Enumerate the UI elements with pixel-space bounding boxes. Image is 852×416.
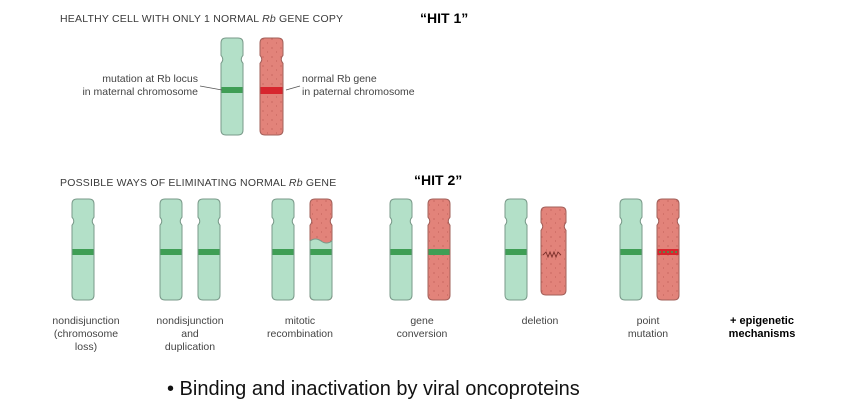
mechanism-label-line: point: [636, 315, 660, 327]
maternal-leader-line: [199, 85, 223, 91]
mechanism-label-gene-conversion: gene conversion: [372, 315, 472, 341]
chromosome-texture: [541, 207, 566, 295]
mutant-rb-band: [505, 249, 527, 255]
mechanism-label-point-mutation: point mutation: [598, 315, 698, 341]
mechanism-label-mitotic-recombination: mitotic recombination: [250, 315, 350, 341]
mutant-rb-band: [620, 249, 642, 255]
chromosome-body: [220, 37, 244, 136]
paternal-leader-line: [285, 85, 301, 91]
mechanism-label-deletion: deletion: [490, 315, 590, 328]
maternal-chromosome-hit1: [220, 37, 244, 136]
chromosome-deletion-maternal: [504, 198, 528, 301]
viral-oncoprotein-bullet: • Binding and inactivation by viral onco…: [167, 378, 580, 400]
hit1-header: HEALTHY CELL WITH ONLY 1 NORMAL Rb GENE …: [60, 13, 343, 25]
chromosome-conversion-paternal: [427, 198, 451, 301]
chromosome-conversion-maternal: [389, 198, 413, 301]
chromosome-duplication-a: [159, 198, 183, 301]
mechanism-label-line: conversion: [396, 328, 448, 340]
mutant-rb-band: [310, 249, 332, 255]
maternal-mutation-label: mutation at Rb locus in maternal chromos…: [40, 73, 198, 99]
mechanism-label-line: loss): [74, 341, 98, 353]
epigenetic-line2: mechanisms: [728, 328, 796, 340]
paternal-chromosome-hit1: [259, 37, 284, 136]
mechanism-label-line: gene: [410, 315, 434, 327]
hit1-header-gene: Rb: [262, 13, 276, 25]
chromosome-recombination-paternal: [309, 198, 333, 301]
mechanism-label-line: duplication: [164, 341, 216, 353]
chromosome-texture: [260, 38, 283, 135]
epigenetic-mechanisms-label: + epigenetic mechanisms: [712, 315, 812, 341]
mechanism-label-line: and: [181, 328, 199, 340]
hit2-header-text-end: GENE: [302, 177, 337, 189]
mechanism-label-line: nondisjunction: [156, 315, 224, 327]
chromosome-point-maternal: [619, 198, 643, 301]
hit2-label: “HIT 2”: [414, 172, 463, 188]
hit1-header-text: HEALTHY CELL WITH ONLY 1 NORMAL: [60, 13, 263, 25]
maternal-mutation-label-line2: in maternal chromosome: [82, 86, 198, 98]
paternal-normal-label-line2: in paternal chromosome: [302, 86, 415, 98]
hit2-header: POSSIBLE WAYS OF ELIMINATING NORMAL Rb G…: [60, 177, 336, 189]
mechanism-label-line: deletion: [521, 315, 559, 327]
mechanism-label-nondisjunction-loss: nondisjunction (chromosome loss): [40, 315, 132, 354]
epigenetic-line1: + epigenetic: [730, 315, 794, 327]
mutant-rb-band: [221, 87, 243, 93]
hit1-label: “HIT 1”: [420, 10, 469, 26]
mutant-rb-band: [198, 249, 220, 255]
mutant-rb-band: [272, 249, 294, 255]
mutant-rb-band: [390, 249, 412, 255]
mechanism-label-line: nondisjunction: [52, 315, 120, 327]
mechanism-label-line: mutation: [627, 328, 669, 340]
chromosome-duplication-b: [197, 198, 221, 301]
hit2-header-text: POSSIBLE WAYS OF ELIMINATING NORMAL: [60, 177, 289, 189]
recombined-segment: [309, 238, 333, 301]
mutant-rb-band: [428, 249, 450, 255]
chromosome-recombination-maternal: [271, 198, 295, 301]
chromosome-deletion-paternal: [540, 206, 567, 296]
mutant-rb-band: [160, 249, 182, 255]
deletion-mark: [542, 250, 562, 259]
mechanism-label-nondisjunction-duplication: nondisjunction and duplication: [140, 315, 240, 354]
mechanism-label-line: recombination: [267, 328, 333, 340]
paternal-normal-label-line1: normal Rb gene: [302, 73, 377, 85]
maternal-mutation-label-line1: mutation at Rb locus: [102, 73, 198, 85]
hit2-header-gene: Rb: [288, 177, 303, 189]
mutant-rb-band: [72, 249, 94, 255]
paternal-normal-label: normal Rb gene in paternal chromosome: [302, 73, 472, 99]
mechanism-label-line: (chromosome: [53, 328, 119, 340]
chromosome-nondisjunction-loss: [71, 198, 95, 301]
hit1-header-text-end: GENE COPY: [275, 13, 344, 25]
normal-rb-band: [260, 87, 283, 94]
mechanism-label-line: mitotic: [284, 315, 316, 327]
chromosome-point-paternal: [656, 198, 680, 301]
